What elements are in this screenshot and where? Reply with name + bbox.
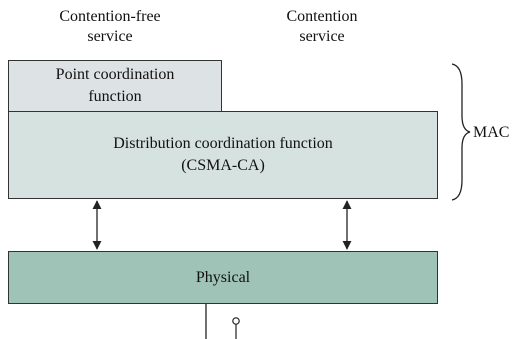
mac-label: MAC: [473, 124, 510, 141]
contention-service-label: Contention service: [286, 8, 358, 45]
distribution-coordination-function-label: Distribution coordination function (CSMA…: [113, 135, 333, 174]
physical-label: Physical: [195, 268, 251, 286]
contention-free-service-label: Contention-free service: [59, 8, 161, 45]
point-coordination-function-label: Point coordination function: [55, 66, 175, 105]
point-coordination-function-block: Point coordination function: [8, 60, 222, 112]
antenna-icon: [232, 317, 240, 325]
physical-block: Physical: [8, 251, 438, 304]
mac-brace: [451, 63, 471, 201]
distribution-coordination-function-block: Distribution coordination function (CSMA…: [8, 111, 438, 199]
